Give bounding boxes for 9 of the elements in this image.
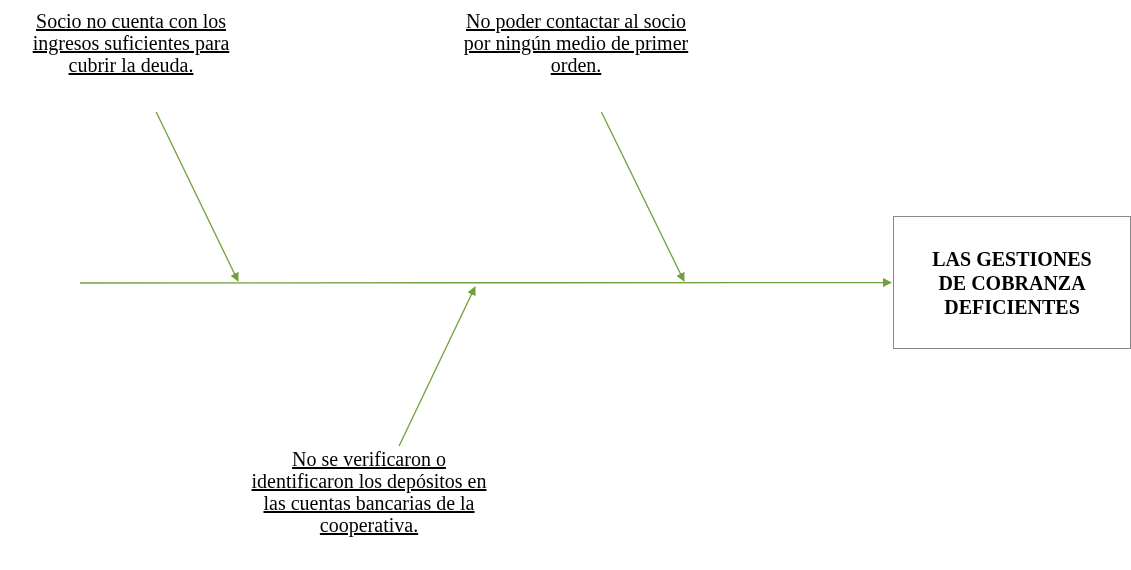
cause-text: No poder contactar al socio por ningún medio de primer orden. bbox=[463, 10, 689, 76]
effect-box bbox=[893, 216, 1131, 349]
arrow bbox=[155, 111, 239, 282]
effect-text: LAS GESTIONES DE COBRANZA DEFICIENTES bbox=[931, 246, 1093, 319]
cause-text: No se verificaron o identificaron los depósitos en las cuentas bancarias de la cooperativa. bbox=[251, 448, 487, 536]
arrow bbox=[600, 111, 685, 282]
cause-text: Socio no cuenta con los ingresos suficientes para cubrir la deuda. bbox=[32, 10, 230, 76]
arrow bbox=[398, 286, 476, 447]
spine-arrow bbox=[79, 278, 892, 288]
